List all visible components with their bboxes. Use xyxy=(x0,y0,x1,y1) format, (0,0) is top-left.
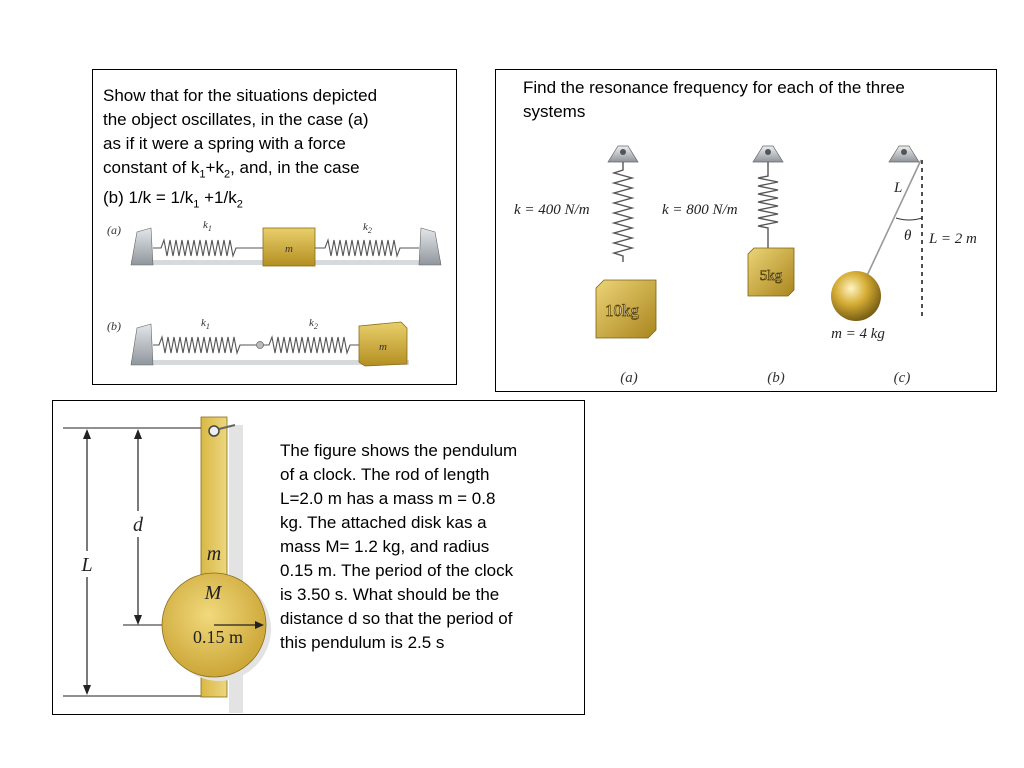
text-line: L=2.0 m has a mass m = 0.8 xyxy=(280,489,496,508)
text-line: is 3.50 s. What should be the xyxy=(280,585,500,604)
case-label-c: (c) xyxy=(894,370,911,386)
spring-k1-a xyxy=(153,237,263,259)
spring-k1-b xyxy=(153,334,257,356)
text-line: of a clock. The rod of length xyxy=(280,465,490,484)
mass-block-10kg xyxy=(595,279,657,339)
d-label-bg xyxy=(128,511,148,537)
resonance-title: Find the resonance frequency for each of… xyxy=(523,76,993,124)
pendulum-ball xyxy=(831,271,881,321)
text-line: as if it were a spring with a force xyxy=(103,134,346,153)
k2-label-b: k2 xyxy=(309,317,318,331)
spring-label-a: k = 400 N/m xyxy=(514,202,590,218)
text-line: kg. The attached disk kas a xyxy=(280,513,487,532)
spring-k2-b xyxy=(263,334,359,356)
mass-label-b: m xyxy=(379,341,387,353)
d-label: d xyxy=(133,514,144,536)
d-arrow-top xyxy=(134,429,142,439)
panel-springs-problem: Show that for the situations depicted th… xyxy=(92,69,457,385)
radius-label: 0.15 m xyxy=(193,627,243,647)
text-line: Show that for the situations depicted xyxy=(103,86,378,105)
angle-symbol: θ xyxy=(904,228,912,244)
radius-arrowhead xyxy=(255,621,264,629)
text-line: mass M= 1.2 kg, and radius xyxy=(280,537,490,556)
wall-left-a xyxy=(130,227,154,266)
pivot-axle xyxy=(218,424,236,430)
pendulum-problem-text: The figure shows the pendulum of a clock… xyxy=(280,439,580,655)
pendulum-string xyxy=(863,159,922,283)
pivot-pin xyxy=(208,425,220,437)
spring-label-b: k = 800 N/m xyxy=(662,202,738,218)
text-line: the object oscillates, in the case (a) xyxy=(103,110,369,129)
resonance-figure: k = 400 N/m 10kg (a) k = 800 N/m 5kg (b)… xyxy=(514,145,977,386)
rod-mass-label: m xyxy=(207,543,221,565)
mount-hole-b xyxy=(765,149,771,155)
mass-label-a: m xyxy=(285,243,293,255)
floor-b xyxy=(131,360,409,365)
spring-k2-a xyxy=(315,237,419,259)
L-label-bg xyxy=(77,551,97,577)
text-line: 0.15 m. The period of the clock xyxy=(280,561,514,580)
length-label: L = 2 m xyxy=(928,231,977,247)
junction-b xyxy=(256,341,264,349)
spring-b xyxy=(757,162,779,248)
title-line: systems xyxy=(523,102,586,121)
k1-label-a: k1 xyxy=(203,219,212,233)
L-label: L xyxy=(80,554,92,576)
d-arrow-bottom xyxy=(134,615,142,625)
mount-hole-a xyxy=(620,149,626,155)
clock-pendulum-figure: L d m M 0.15 m xyxy=(63,416,271,713)
k1-label-b: k1 xyxy=(201,317,210,331)
wall-left-b xyxy=(130,323,154,366)
panel-clock-pendulum-problem: L d m M 0.15 m The figure shows the pend… xyxy=(52,400,585,715)
text-line: (b) 1/k = 1/k1 +1/k2 xyxy=(103,188,243,211)
case-label-b: (b) xyxy=(107,319,121,333)
title-line: Find the resonance frequency for each of… xyxy=(523,78,905,97)
length-symbol: L xyxy=(893,180,902,196)
problem-text: Show that for the situations depicted th… xyxy=(103,84,453,217)
text-line: distance d so that the period of xyxy=(280,609,513,628)
angle-arc xyxy=(895,217,923,221)
case-label-a: (a) xyxy=(107,223,121,237)
mass-block-b xyxy=(358,321,408,367)
ball-mass-label: m = 4 kg xyxy=(831,326,885,342)
text-line: constant of k1+k2, and, in the case xyxy=(103,158,360,181)
L-arrow-top xyxy=(83,429,91,439)
mass-label-10kg: 10kg xyxy=(605,301,640,320)
spring-a xyxy=(611,162,635,262)
mount-hole-c xyxy=(901,149,907,155)
case-label-a: (a) xyxy=(620,370,638,386)
wall-right-a xyxy=(418,227,442,266)
k2-label-a: k2 xyxy=(363,221,372,235)
mass-label-5kg: 5kg xyxy=(760,268,783,284)
mass-block-5kg xyxy=(747,247,795,297)
mass-block-a xyxy=(262,227,316,267)
disk-mass-label: M xyxy=(204,582,223,604)
panel-resonance-problem: Find the resonance frequency for each of… xyxy=(495,69,997,392)
L-arrow-bottom xyxy=(83,685,91,695)
case-label-b: (b) xyxy=(767,370,785,386)
spring-figure: (a) k1 m k2 (b) k1 k2 m xyxy=(107,219,442,367)
text-line: this pendulum is 2.5 s xyxy=(280,633,445,652)
text-line: The figure shows the pendulum xyxy=(280,441,518,460)
